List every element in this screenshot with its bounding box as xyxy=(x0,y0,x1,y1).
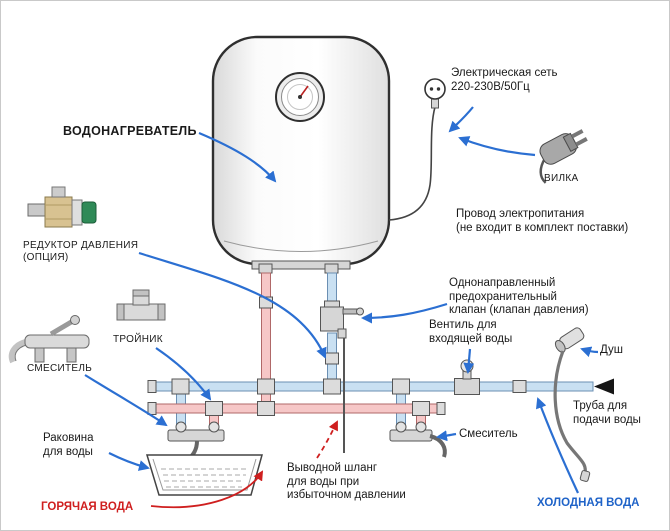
shower-head xyxy=(553,327,591,482)
arrow-to-right-mixer xyxy=(436,430,457,442)
power-cord-line xyxy=(388,98,439,221)
label-cold-water: ХОЛОДНАЯ ВОДА xyxy=(537,497,640,509)
label-water-heater: ВОДОНАГРЕВАТЕЛЬ xyxy=(63,124,197,138)
label-hot-water: ГОРЯЧАЯ ВОДА xyxy=(41,501,134,513)
pressure-reducer-photo xyxy=(27,186,97,228)
arrow-to-sink xyxy=(108,452,150,471)
arrow-to-drain-hose xyxy=(316,420,338,459)
arrow-to-inlet-valve xyxy=(463,348,475,374)
label-mixer-right: Смеситель xyxy=(459,428,518,440)
label-supply-pipe: Труба для подачи воды xyxy=(573,400,641,426)
label-electric-network: Электрическая сеть 220-230В/50Гц xyxy=(451,67,558,93)
arrow-from-electric-label xyxy=(448,106,474,133)
sink-basin xyxy=(145,454,263,496)
arrow-from-plug xyxy=(458,136,536,157)
label-power-cord: Провод электропитания (не входит в компл… xyxy=(456,208,629,234)
hot-water-pipes xyxy=(152,272,442,431)
pipe-fittings xyxy=(147,296,527,416)
arrow-to-shower xyxy=(580,346,599,358)
arrow-hot-water xyxy=(150,470,264,509)
label-pressure-reducer: РЕДУКТОР ДАВЛЕНИЯ (ОПЦИЯ) xyxy=(23,240,139,263)
label-inlet-valve: Вентиль для входящей воды xyxy=(429,319,513,345)
tee-photo xyxy=(116,289,166,321)
water-heater-tank xyxy=(211,35,391,270)
label-sink: Раковина для воды xyxy=(43,432,94,458)
plug-photo xyxy=(539,129,588,184)
arrow-from-tee xyxy=(155,347,212,401)
arrow-to-tank xyxy=(198,131,277,183)
arrow-from-reducer xyxy=(138,251,327,359)
arrow-cold-water xyxy=(536,397,579,494)
inlet-valve xyxy=(454,359,480,395)
label-drain-hose: Выводной шланг для воды при избыточном д… xyxy=(287,462,406,502)
power-socket-icon xyxy=(424,78,446,100)
label-mixer-left: СМЕСИТЕЛЬ xyxy=(27,363,93,374)
arrow-to-left-mixer xyxy=(84,374,168,427)
water-inflow-arrow xyxy=(594,378,614,395)
right-mixer xyxy=(389,421,447,458)
temperature-gauge xyxy=(275,72,325,122)
label-plug: ВИЛКА xyxy=(544,173,579,184)
label-safety-valve: Однонаправленный предохранительный клапа… xyxy=(449,277,589,317)
arrow-to-safety-valve xyxy=(361,302,448,324)
label-tee: ТРОЙНИК xyxy=(113,334,163,345)
safety-valve xyxy=(320,300,364,339)
label-shower: Душ xyxy=(600,344,624,356)
mixer-photo xyxy=(8,315,90,364)
